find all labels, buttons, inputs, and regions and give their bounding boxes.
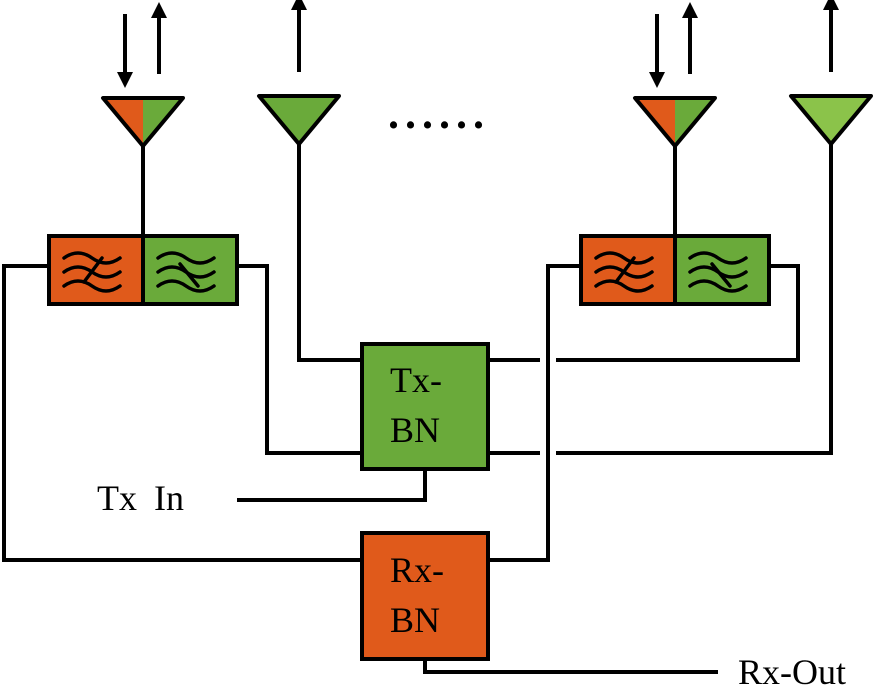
wire-rxout bbox=[423, 659, 718, 674]
diplexer-2 bbox=[579, 234, 771, 306]
bandpass-filter-icon bbox=[688, 251, 748, 293]
bandpass-filter-icon bbox=[156, 251, 216, 293]
wire-diplexer2-rxbn bbox=[488, 264, 581, 562]
antenna-tx-1 bbox=[257, 94, 341, 146]
tx-in-label: Tx In bbox=[97, 478, 184, 518]
connection-wires bbox=[2, 144, 833, 674]
tx-filter bbox=[141, 234, 239, 306]
wire-txbn-txant2-b bbox=[556, 144, 833, 455]
antenna-icon bbox=[633, 96, 717, 148]
bandpass-filter-icon bbox=[62, 251, 122, 293]
wire-txbn-diplexer2-b bbox=[556, 264, 800, 362]
tx-filter bbox=[673, 234, 771, 306]
antenna-duplex-2 bbox=[633, 96, 717, 148]
rx-bn-label-line2: BN bbox=[390, 600, 440, 640]
wire-diplexer1-txbn bbox=[237, 264, 362, 455]
tx-bn-label-line2: BN bbox=[390, 410, 440, 450]
rx-bn-label-line1: Rx- bbox=[390, 550, 444, 590]
rx-filter bbox=[47, 234, 145, 306]
antenna-duplex-1 bbox=[101, 96, 185, 148]
bandpass-filter-icon bbox=[594, 251, 654, 293]
rx-out-label: Rx-Out bbox=[738, 652, 846, 687]
antenna-icon bbox=[789, 94, 873, 146]
wire-diplexer1-rxbn bbox=[2, 264, 362, 562]
rx-filter bbox=[579, 234, 677, 306]
diplexer-1 bbox=[47, 234, 239, 306]
antenna-icon bbox=[257, 94, 341, 146]
ellipsis: ...... bbox=[388, 89, 490, 138]
wire-txin bbox=[237, 469, 427, 502]
antenna-tx-2 bbox=[789, 94, 873, 146]
wire-txant1-txbn bbox=[297, 144, 362, 362]
antenna-icon bbox=[101, 96, 185, 148]
rx-bn-block: Rx- BN bbox=[360, 531, 490, 661]
tx-bn-label-line1: Tx- bbox=[390, 360, 442, 400]
signal-arrows bbox=[117, 0, 839, 88]
tx-bn-block: Tx- BN bbox=[360, 342, 490, 471]
